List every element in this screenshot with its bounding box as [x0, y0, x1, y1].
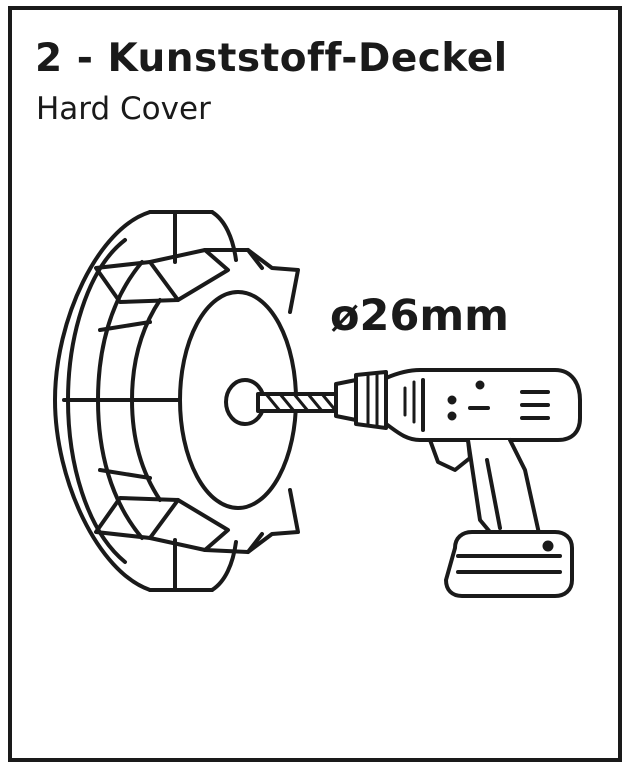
cordless-drill-icon	[334, 368, 582, 598]
drill-diameter-label: ø26mm	[330, 291, 509, 341]
hard-cover-icon	[53, 210, 300, 592]
illustration-frame	[8, 6, 622, 762]
drill-bit-icon	[256, 392, 338, 413]
step-title: 2 - Kunststoff-Deckel	[35, 36, 508, 81]
step-subtitle: Hard Cover	[36, 91, 211, 127]
